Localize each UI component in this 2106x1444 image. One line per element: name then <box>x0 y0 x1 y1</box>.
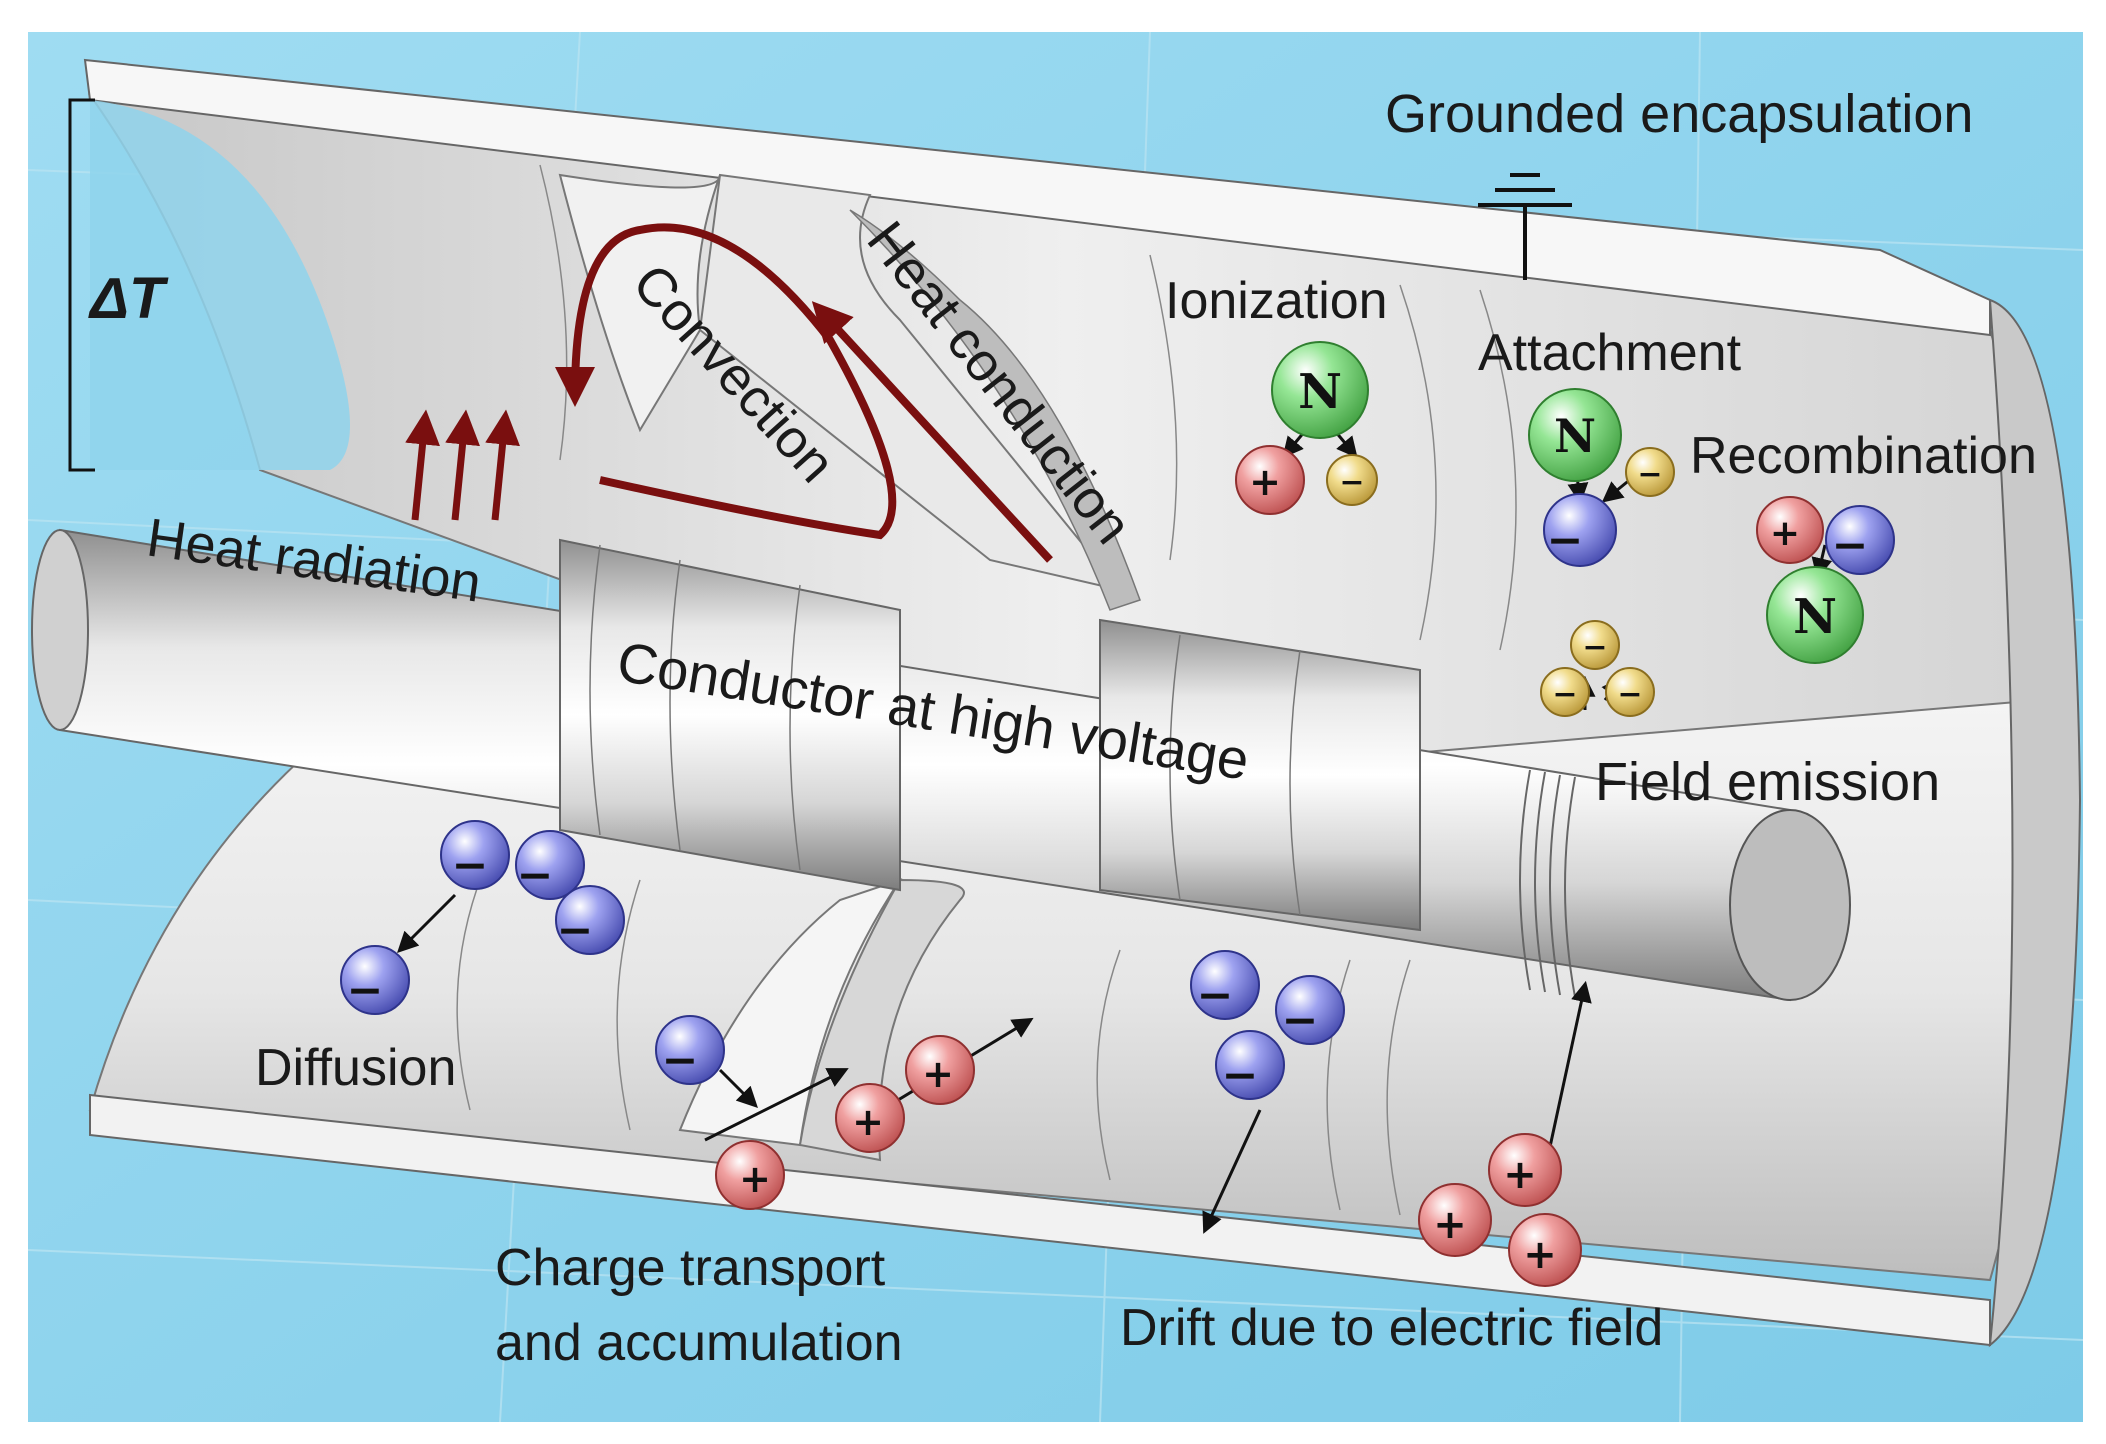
neutral-molecules: N N N <box>1271 341 1864 664</box>
svg-text:−: − <box>1547 515 1584 566</box>
charge-transport-label: Charge transport <box>495 1239 886 1297</box>
positive-ion: + <box>1235 445 1305 515</box>
svg-text:+: + <box>1249 460 1281 504</box>
delta-t-label: ΔT <box>88 266 169 331</box>
svg-text:−: − <box>1282 995 1319 1046</box>
svg-text:+: + <box>1503 1152 1537 1198</box>
svg-text:N: N <box>1554 409 1596 463</box>
heat-conduction-arrow <box>811 301 1053 563</box>
svg-text:+: + <box>739 1157 771 1201</box>
electron: − <box>1540 667 1590 717</box>
negative-ion: − <box>340 945 410 1016</box>
positive-ion: + <box>1756 496 1824 564</box>
svg-text:−: − <box>1339 465 1364 500</box>
drift-label: Drift due to electric field <box>1120 1299 1663 1357</box>
heat-radiation-arrows <box>405 409 520 521</box>
electron: − <box>1570 620 1620 670</box>
svg-text:−: − <box>1197 970 1234 1021</box>
positive-ion: + <box>905 1035 975 1105</box>
svg-text:−: − <box>557 905 594 956</box>
recombination-label: Recombination <box>1690 427 2037 485</box>
svg-text:−: − <box>347 965 384 1016</box>
svg-text:−: − <box>662 1035 699 1086</box>
grounded-encapsulation-label: Grounded encapsulation <box>1385 84 1973 144</box>
svg-text:−: − <box>452 840 489 891</box>
neutral-molecule: N <box>1766 566 1864 664</box>
diffusion-label: Diffusion <box>255 1039 456 1097</box>
negative-ion: − <box>1275 975 1345 1046</box>
positive-ion: + <box>715 1140 785 1210</box>
negative-ion: − <box>515 830 585 901</box>
svg-text:+: + <box>1433 1202 1467 1248</box>
svg-text:−: − <box>1582 630 1607 665</box>
negative-ion: − <box>440 820 510 891</box>
ground-symbol-icon <box>1478 173 1572 280</box>
attachment-label: Attachment <box>1478 324 1742 382</box>
accumulation-label: and accumulation <box>495 1314 903 1372</box>
svg-text:−: − <box>1222 1050 1259 1101</box>
svg-text:+: + <box>922 1052 954 1096</box>
neutral-molecule: N <box>1528 388 1622 482</box>
svg-text:N: N <box>1298 364 1342 420</box>
svg-text:−: − <box>1552 677 1577 712</box>
negative-ion: − <box>655 1015 725 1086</box>
negative-ion: − <box>1215 1030 1285 1101</box>
field-emission-label: Field emission <box>1595 752 1940 812</box>
electron: − <box>1605 667 1655 717</box>
electrons: − − − − − <box>1326 447 1675 717</box>
negative-ions: − − − − − − − − − − <box>340 493 1895 1101</box>
svg-text:−: − <box>1617 677 1642 712</box>
svg-text:N: N <box>1793 589 1837 645</box>
negative-ion: − <box>1190 950 1260 1021</box>
electron: − <box>1625 447 1675 497</box>
svg-text:+: + <box>1523 1232 1557 1278</box>
positive-ion: + <box>1418 1183 1492 1257</box>
conductor <box>31 528 1851 1002</box>
ionization-label: Ionization <box>1165 272 1388 330</box>
positive-ion: + <box>1488 1133 1562 1207</box>
positive-ions: + + + + + + + + <box>715 445 1824 1287</box>
neutral-molecule: N <box>1271 341 1369 439</box>
delta-t-bracket <box>68 98 95 472</box>
negative-ion: − <box>1825 505 1895 575</box>
positive-ion: + <box>835 1083 905 1153</box>
svg-text:−: − <box>1637 457 1662 492</box>
electron: − <box>1326 454 1378 506</box>
negative-ion: − <box>1543 493 1617 567</box>
positive-ion: + <box>1508 1213 1582 1287</box>
svg-text:+: + <box>1770 513 1800 554</box>
svg-text:+: + <box>852 1100 884 1144</box>
svg-text:−: − <box>1832 520 1869 571</box>
svg-text:−: − <box>517 850 554 901</box>
negative-ion: − <box>555 885 625 956</box>
